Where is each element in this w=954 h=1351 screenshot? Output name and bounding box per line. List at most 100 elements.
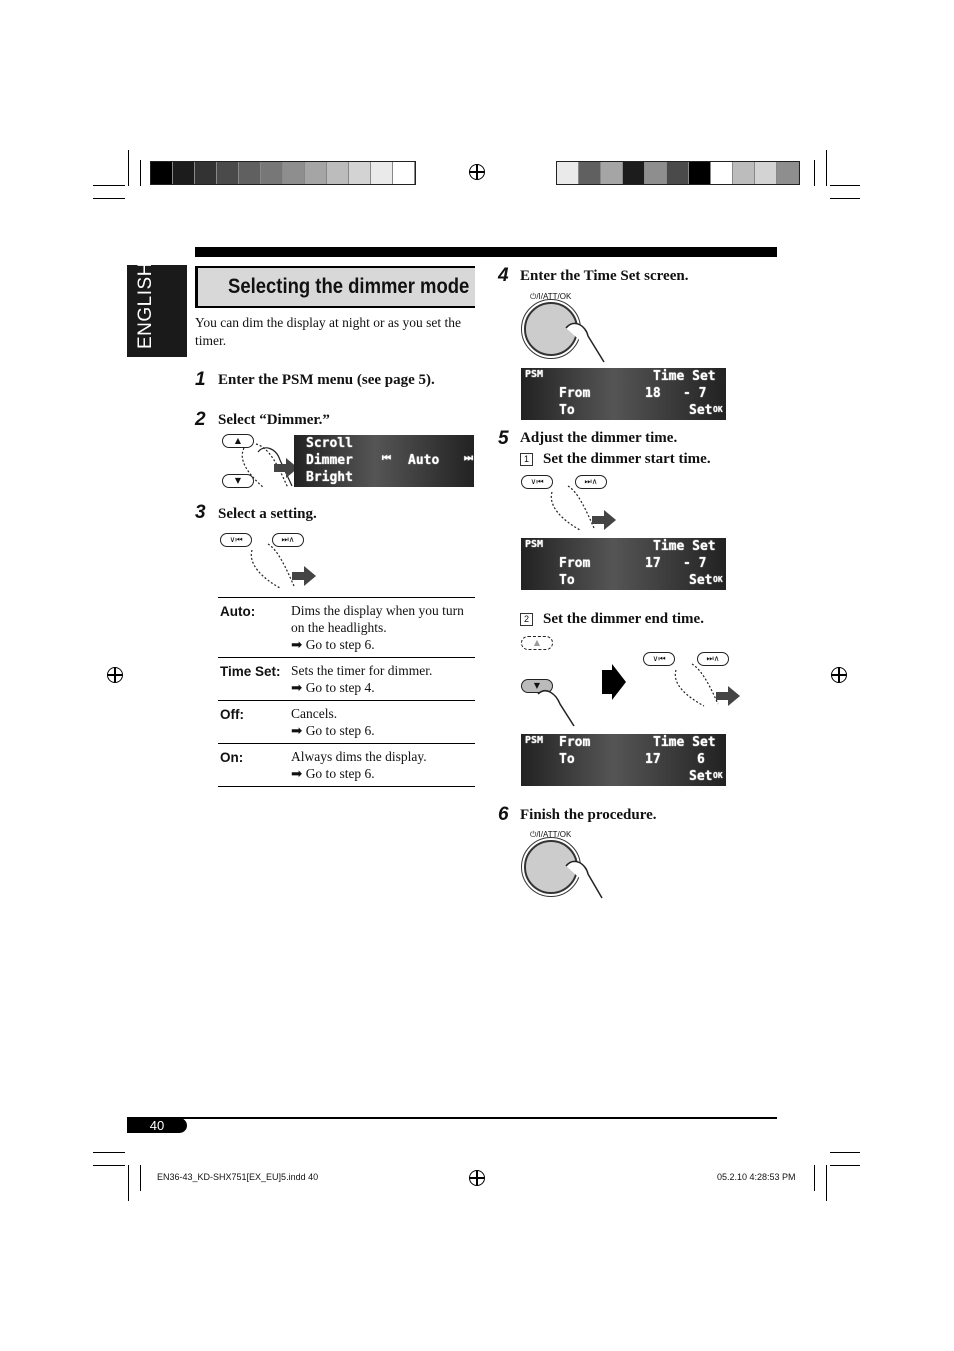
substep-number: 1: [520, 453, 533, 466]
from-label: From: [559, 556, 591, 571]
color-bar-right: [556, 161, 800, 185]
step-text: Select a setting.: [218, 506, 317, 522]
step-number: 5: [498, 428, 509, 449]
up-button-dashed[interactable]: ▲: [521, 636, 553, 650]
table-row: Off: Cancels.Go to step 6.: [218, 701, 475, 744]
set-label: Set: [689, 573, 713, 588]
psm-value: Auto: [408, 453, 440, 468]
crop-mark: [830, 1152, 860, 1153]
footer-date: 05.2.10 4:28:53 PM: [717, 1172, 796, 1182]
crop-mark: [140, 160, 141, 186]
finger-press-icon: [674, 663, 740, 707]
start-hour: 17: [645, 752, 661, 767]
color-swatch: [623, 162, 645, 184]
set-label: Set: [689, 769, 713, 784]
table-row: On: Always dims the display.Go to step 6…: [218, 744, 475, 787]
crop-mark: [826, 1165, 827, 1201]
setting-go: Go to step 6.: [291, 766, 375, 781]
color-swatch: [239, 162, 261, 184]
from-label: From: [559, 735, 591, 750]
crop-mark: [93, 1152, 125, 1153]
finger-press-icon: [241, 443, 298, 489]
psm-tag: PSM: [525, 369, 544, 380]
section-title: Selecting the dimmer mode: [228, 275, 470, 298]
footer-rule: [127, 1117, 777, 1119]
down-button[interactable]: ▼: [521, 679, 553, 693]
finger-press-icon: [565, 322, 605, 363]
step-text: Enter the Time Set screen.: [520, 268, 689, 284]
language-label: ENGLISH: [135, 262, 156, 349]
psm-line-dimmer: Dimmer: [306, 453, 353, 468]
section-title-box: Selecting the dimmer mode: [195, 266, 475, 308]
crop-mark: [128, 150, 129, 186]
color-swatch: [349, 162, 371, 184]
start-hour: 18: [645, 386, 661, 401]
ok-label: OK: [713, 405, 723, 414]
footer-file: EN36-43_KD-SHX751[EX_EU]5.indd 40: [157, 1172, 319, 1182]
crop-mark: [814, 160, 815, 186]
color-swatch: [305, 162, 327, 184]
crop-mark: [814, 1165, 815, 1191]
setting-desc: Sets the timer for dimmer.: [291, 663, 433, 678]
down-button[interactable]: ▼: [222, 474, 254, 488]
table-row: Auto: Dims the display when you turn on …: [218, 598, 475, 658]
color-swatch: [777, 162, 799, 184]
psm-tag: PSM: [525, 539, 544, 550]
ok-label: OK: [713, 575, 723, 584]
crop-mark: [830, 185, 860, 186]
time-set-display-3: PSM From To Time Set 17 6 Set OK: [521, 734, 726, 786]
color-swatch: [393, 162, 415, 184]
setting-key: Time Set:: [220, 664, 281, 679]
color-swatch: [261, 162, 283, 184]
crop-mark: [93, 1165, 125, 1166]
step-text: Select “Dimmer.”: [218, 412, 330, 428]
down-prev-button[interactable]: ∨⏮: [643, 652, 675, 666]
time-set-display-2: PSM From To Time Set 17 - 7 Set OK: [521, 538, 726, 590]
color-swatch: [195, 162, 217, 184]
step-number: 3: [195, 502, 206, 523]
step-number: 6: [498, 804, 509, 825]
finger-press-icon: [537, 690, 575, 727]
registration-mark-icon: [469, 1170, 485, 1186]
color-bar-left: [150, 161, 416, 185]
crop-mark: [830, 198, 860, 199]
crop-mark: [140, 1165, 141, 1191]
up-next-button[interactable]: ⏭∧: [575, 475, 607, 489]
down-prev-button[interactable]: ∨⏮: [220, 533, 252, 547]
up-button[interactable]: ▲: [222, 434, 254, 448]
up-next-button[interactable]: ⏭∧: [697, 652, 729, 666]
finger-press-icon: [550, 485, 616, 531]
page-number: 40: [127, 1118, 187, 1133]
setting-desc: Cancels.: [291, 706, 338, 721]
att-ok-label: ⏻/I/ATT/OK: [530, 292, 572, 301]
time-set-title: Time Set: [653, 539, 716, 554]
color-swatch: [645, 162, 667, 184]
substep-text: Set the dimmer end time.: [543, 611, 704, 627]
color-swatch: [755, 162, 777, 184]
psm-line-scroll: Scroll: [306, 436, 353, 451]
color-swatch: [557, 162, 579, 184]
color-swatch: [151, 162, 173, 184]
step-text: Adjust the dimmer time.: [520, 430, 678, 446]
start-hour: 17: [645, 556, 661, 571]
setting-key: Auto:: [220, 604, 256, 619]
color-swatch: [327, 162, 349, 184]
end-hour: - 7: [683, 386, 707, 401]
setting-key: On:: [220, 750, 244, 765]
to-label: To: [559, 573, 575, 588]
att-ok-label: ⏻/I/ATT/OK: [530, 830, 572, 839]
intro-text: You can dim the display at night or as y…: [195, 315, 461, 348]
set-label: Set: [689, 403, 713, 418]
crop-mark: [93, 198, 125, 199]
up-next-button[interactable]: ⏭∧: [272, 533, 304, 547]
color-swatch: [371, 162, 393, 184]
finger-press-icon: [250, 543, 316, 589]
color-swatch: [217, 162, 239, 184]
substep-text: Set the dimmer start time.: [543, 451, 711, 467]
crop-mark: [93, 185, 125, 186]
time-set-title: Time Set: [653, 735, 716, 750]
registration-mark-icon: [469, 164, 485, 180]
down-prev-button[interactable]: ∨⏮: [521, 475, 553, 489]
ok-label: OK: [713, 771, 723, 780]
